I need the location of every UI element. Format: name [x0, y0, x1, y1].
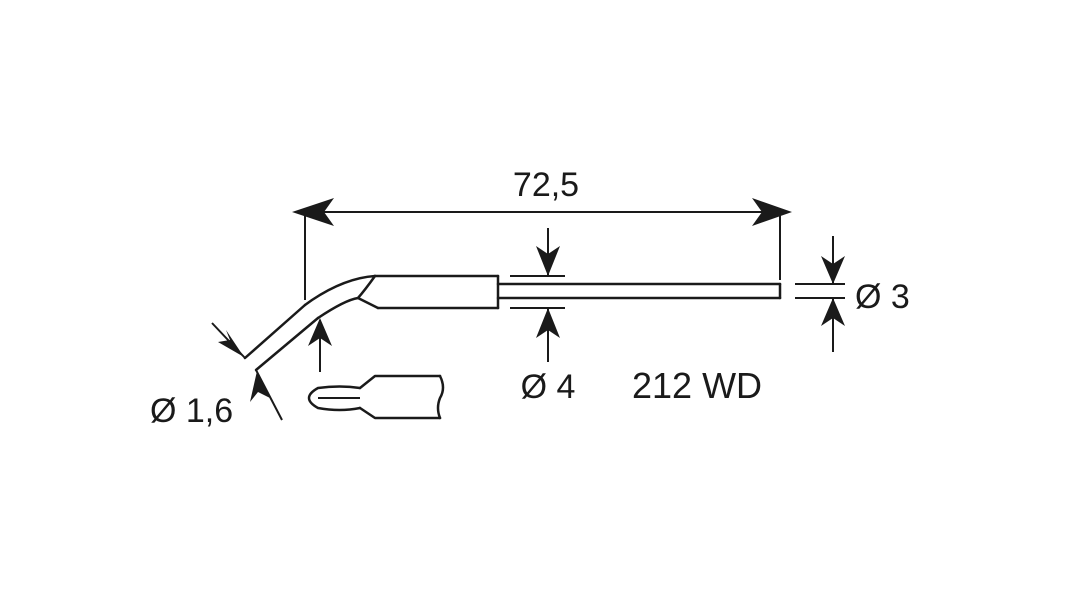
tip-bend-lower — [316, 296, 380, 320]
detail-view — [307, 318, 445, 420]
pin-diameter-dimension: Ø 3 — [795, 236, 910, 352]
detail-body-bottom — [358, 406, 442, 420]
pin-arrow-top — [821, 256, 845, 284]
detail-break-line — [436, 374, 445, 420]
length-dimension: 72,5 — [292, 166, 792, 300]
tip-diameter-dimension: Ø 1,6 — [150, 322, 283, 430]
tip-outline — [243, 274, 782, 372]
shaft-arrow-bottom — [536, 308, 560, 338]
tip-upper-edge — [243, 303, 307, 360]
pin-arrow-bottom — [821, 298, 845, 326]
tip-arrow-lower — [250, 371, 270, 402]
tip-lower-edge — [254, 316, 320, 372]
shaft-arrow-top — [536, 246, 560, 276]
model-label: 212 WD — [632, 365, 762, 406]
length-label: 72,5 — [513, 166, 579, 204]
pin-diameter-label: Ø 3 — [855, 278, 910, 316]
tip-bend-upper — [303, 274, 377, 307]
tip-arrow-upper — [218, 330, 244, 357]
shaft-diameter-label: Ø 4 — [521, 368, 576, 406]
detail-view-arrow-head — [308, 318, 332, 346]
detail-body-top — [358, 374, 442, 390]
shaft-diameter-dimension: Ø 4 — [510, 228, 575, 406]
detail-tip-blade — [307, 385, 362, 412]
tip-diameter-label: Ø 1,6 — [150, 392, 233, 430]
length-arrow-left — [292, 198, 334, 226]
length-arrow-right — [752, 198, 792, 226]
tip-cone-line — [356, 274, 377, 300]
